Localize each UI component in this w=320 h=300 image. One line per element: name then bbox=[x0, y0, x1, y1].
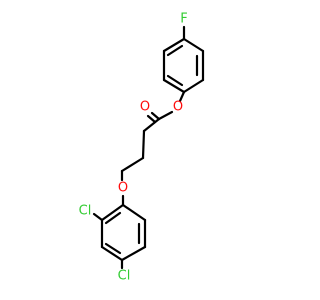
ester-oxygen-atom: O bbox=[173, 100, 183, 115]
atom-label: Cl bbox=[79, 204, 92, 219]
fluorine-atom: F bbox=[180, 12, 187, 27]
bond bbox=[182, 78, 205, 94]
para-chlorine-atom: Cl bbox=[118, 269, 131, 284]
bond bbox=[121, 203, 147, 222]
ether-oxygen-atom: O bbox=[118, 181, 128, 196]
atom-label: O bbox=[118, 181, 128, 196]
bond bbox=[142, 117, 161, 133]
atom-labels: F O O O Cl Cl bbox=[79, 12, 188, 284]
bond bbox=[100, 245, 124, 262]
carbonyl-oxygen-atom: O bbox=[140, 100, 150, 115]
ortho-chlorine-atom: Cl bbox=[79, 204, 92, 219]
bond bbox=[166, 74, 184, 87]
bond bbox=[162, 78, 186, 94]
bond bbox=[150, 111, 161, 121]
bond bbox=[146, 114, 157, 124]
bond bbox=[120, 245, 147, 262]
bond bbox=[166, 44, 184, 57]
bond bbox=[120, 156, 145, 173]
atom-label: O bbox=[140, 100, 150, 115]
bond bbox=[178, 90, 186, 103]
bond bbox=[157, 110, 174, 121]
bond bbox=[141, 129, 146, 160]
bond bbox=[100, 203, 125, 222]
molecule-structure: F O O O Cl Cl bbox=[79, 12, 205, 284]
bond bbox=[162, 37, 186, 53]
bond-group bbox=[92, 25, 205, 270]
atom-label: F bbox=[180, 12, 187, 27]
bond bbox=[104, 211, 122, 225]
atom-label: Cl bbox=[118, 269, 131, 284]
atom-label: O bbox=[173, 100, 183, 115]
bond bbox=[182, 37, 205, 53]
bond bbox=[104, 242, 122, 255]
bond bbox=[92, 212, 104, 222]
